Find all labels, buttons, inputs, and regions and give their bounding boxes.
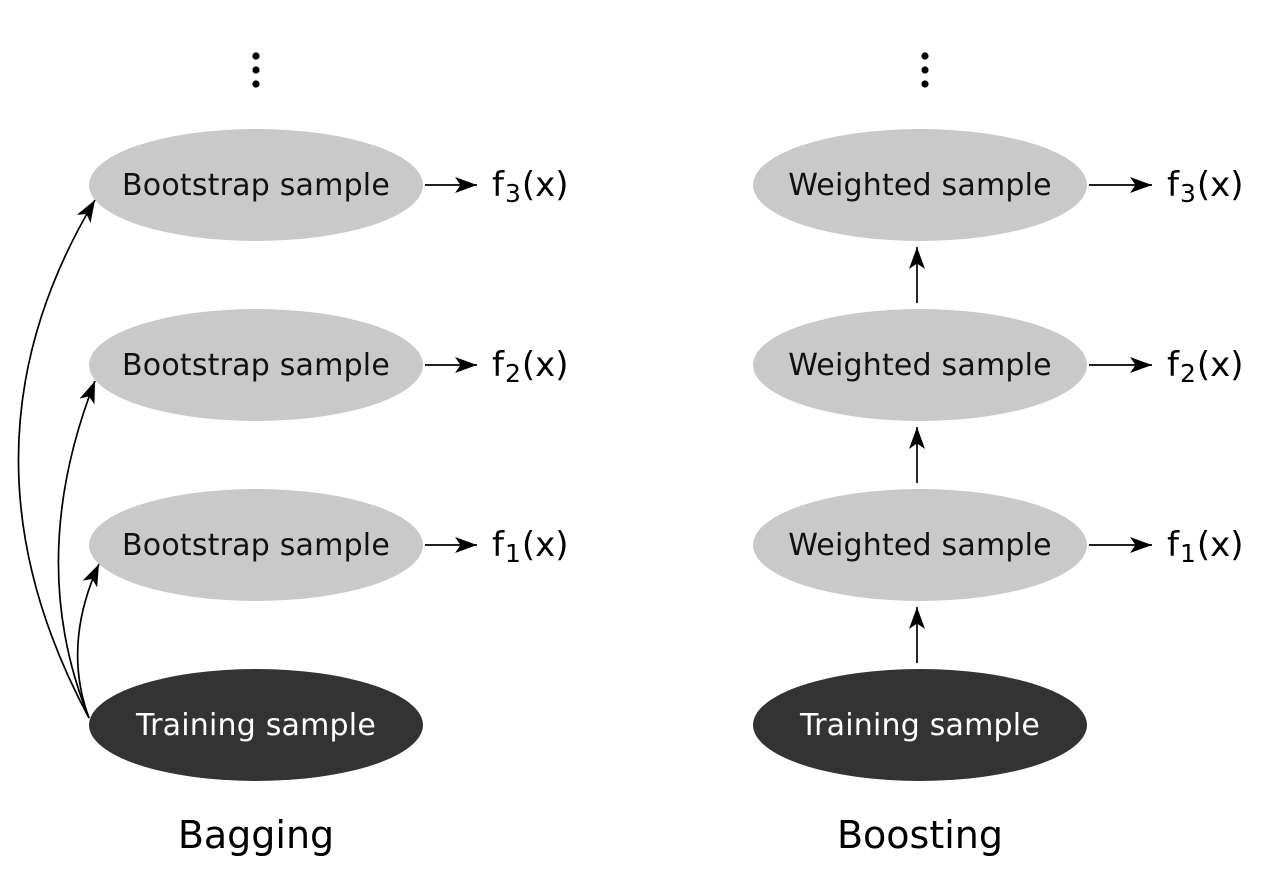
fn-prefix: f [1167, 165, 1179, 205]
sample-label: Weighted sample [788, 527, 1052, 563]
training-sample-label: Training sample [136, 707, 376, 743]
training-sample-ellipse: Training sample [89, 669, 423, 781]
training-sample-ellipse: Training sample [753, 669, 1087, 781]
training-sample-label: Training sample [800, 707, 1040, 743]
fn-suffix: (x) [1196, 165, 1244, 205]
fn-subscript: 1 [1179, 538, 1196, 568]
fn-prefix: f [492, 345, 504, 385]
fn-subscript: 2 [504, 358, 521, 388]
fn-prefix: f [492, 525, 504, 565]
weighted-sample-ellipse-2: Weighted sample [753, 309, 1087, 421]
sample-label: Weighted sample [788, 347, 1052, 383]
bootstrap-sample-ellipse-1: Bootstrap sample [89, 489, 423, 601]
fn-suffix: (x) [1196, 525, 1244, 565]
weighted-sample-ellipse-3: Weighted sample [753, 129, 1087, 241]
bootstrap-sample-ellipse-2: Bootstrap sample [89, 309, 423, 421]
fn-subscript: 2 [1179, 358, 1196, 388]
curved-arrow-training-to-sample3 [17, 199, 96, 719]
vertical-ellipsis-icon [252, 52, 260, 88]
fn-subscript: 1 [504, 538, 521, 568]
fn-suffix: (x) [521, 165, 569, 205]
sample-label: Weighted sample [788, 167, 1052, 203]
bootstrap-sample-ellipse-3: Bootstrap sample [89, 129, 423, 241]
column-caption-boosting: Boosting [836, 813, 1004, 857]
fn-prefix: f [1167, 345, 1179, 385]
curved-arrow-training-to-sample1 [76, 563, 100, 719]
fn-subscript: 3 [1179, 178, 1196, 208]
fn-suffix: (x) [1196, 345, 1244, 385]
fn-prefix: f [492, 165, 504, 205]
fn-subscript: 3 [504, 178, 521, 208]
fn-suffix: (x) [521, 345, 569, 385]
fn-suffix: (x) [521, 525, 569, 565]
column-caption-bagging: Bagging [177, 813, 335, 857]
fn-prefix: f [1167, 525, 1179, 565]
sample-label: Bootstrap sample [121, 347, 390, 383]
vertical-ellipsis-icon [921, 52, 929, 88]
sample-label: Bootstrap sample [121, 167, 390, 203]
weighted-sample-ellipse-1: Weighted sample [753, 489, 1087, 601]
sample-label: Bootstrap sample [121, 527, 390, 563]
